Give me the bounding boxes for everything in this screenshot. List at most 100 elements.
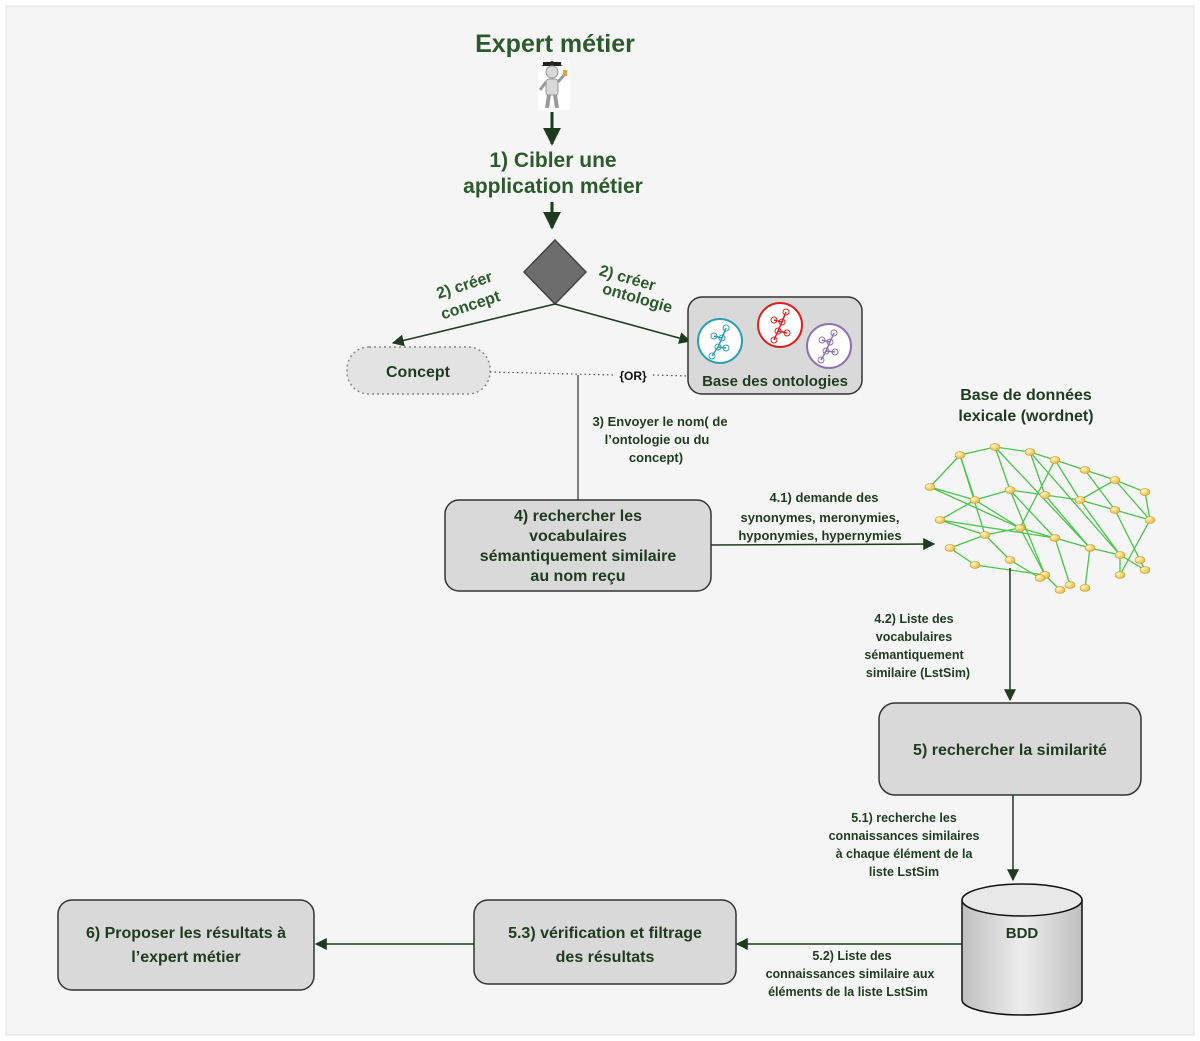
step42-line2: vocabulaires	[876, 630, 952, 644]
network-node	[1139, 566, 1151, 574]
step51-line3: à chaque élément de la	[836, 847, 974, 861]
network-edge	[939, 499, 976, 521]
step53-line1: 5.3) vérification et filtrage	[508, 925, 702, 942]
network-node	[1079, 584, 1091, 592]
lexical-db-title-line2: lexicale (wordnet)	[958, 408, 1093, 425]
step5-box	[878, 702, 1142, 796]
network-edge	[1009, 559, 1041, 579]
network-edge	[1119, 554, 1146, 571]
step4-line2: vocabulaires	[529, 528, 627, 545]
step1-label-line2: application métier	[463, 175, 643, 198]
network-edge	[1084, 547, 1091, 589]
network-node	[1074, 496, 1086, 504]
network-edge	[939, 519, 1056, 539]
network-edge	[1079, 479, 1116, 501]
network-edge	[994, 446, 1011, 491]
network-edge	[1009, 489, 1056, 539]
step3-line2: l’ontologie ou du	[605, 432, 710, 447]
network-edge	[949, 534, 986, 549]
network-edge	[959, 446, 996, 456]
arrow-decision-to-concept	[391, 303, 556, 347]
network-edge	[929, 486, 1021, 529]
network-edge	[1019, 527, 1046, 576]
network-node	[1014, 524, 1026, 532]
step51-line2: connaissances similaires	[829, 829, 980, 843]
network-node	[969, 496, 981, 504]
network-edge	[1084, 469, 1116, 481]
network-edge	[1044, 494, 1081, 501]
network-node	[954, 451, 966, 459]
step53-line2: des résultats	[556, 949, 655, 966]
network-node	[1109, 476, 1121, 484]
step41-line3: hyponymies, hypernymies	[738, 528, 901, 543]
network-node	[969, 561, 981, 569]
network-edge	[929, 454, 961, 488]
network-node	[1109, 506, 1121, 514]
network-node	[1049, 534, 1061, 542]
network-edge	[939, 519, 986, 536]
network-edge	[1079, 499, 1116, 511]
network-edge	[984, 527, 1021, 536]
network-node	[1049, 456, 1061, 464]
network-node	[1004, 556, 1016, 564]
network-edge	[1114, 479, 1151, 521]
step6-line2: l’expert métier	[131, 949, 240, 966]
network-edge	[994, 446, 1031, 453]
arrow-step4-to-lexical-db	[710, 538, 936, 551]
ontology-tree-icon-red	[757, 302, 803, 348]
graduate-person-icon	[538, 60, 570, 110]
network-edge	[1114, 509, 1151, 521]
step6-line1: 6) Proposer les résultats à	[86, 925, 286, 942]
network-node	[989, 443, 1001, 451]
network-edge	[959, 454, 986, 536]
network-edge	[949, 547, 976, 566]
step42-line1: 4.2) Liste des	[874, 612, 953, 626]
bdd-label: BDD	[1006, 925, 1039, 942]
network-edge	[929, 486, 976, 501]
network-node	[1079, 466, 1091, 474]
network-node	[944, 544, 956, 552]
network-node	[1114, 571, 1126, 579]
step1-label-line1: 1) Cibler une	[489, 149, 616, 172]
network-edge	[1054, 459, 1086, 471]
network-edge	[974, 499, 1021, 529]
step4-line3: sémantiquement similaire	[480, 548, 677, 565]
step4-box	[444, 499, 712, 592]
step41-line1: 4.1) demande des	[769, 490, 878, 505]
step51-line4: liste LstSim	[869, 865, 939, 879]
network-edge	[1079, 499, 1121, 556]
step4-line1: 4) rechercher les	[514, 508, 642, 525]
network-edge	[984, 534, 1011, 561]
step52-line1: 5.2) Liste des	[812, 949, 891, 963]
network-edge	[1054, 537, 1091, 549]
network-node	[1004, 486, 1016, 494]
network-edge	[1009, 489, 1046, 576]
step52-line2: connaissances similaire aux	[766, 967, 935, 981]
step3-line1: 3) Envoyer le nom( de	[592, 414, 727, 429]
network-node	[1039, 491, 1051, 499]
concept-label: Concept	[386, 364, 451, 381]
network-node	[1139, 488, 1151, 496]
bdd-database-icon	[961, 883, 1083, 1016]
wordnet-network-icon	[924, 443, 1156, 594]
network-edge	[1114, 479, 1146, 493]
network-node	[1034, 574, 1046, 582]
step41-line2: synonymes, meronymies,	[741, 510, 900, 525]
step51-line1: 5.1) recherche les	[851, 811, 957, 825]
ontology-tree-icon-purple	[806, 323, 852, 369]
network-edge	[1054, 459, 1081, 501]
arrow-decision-to-ontology	[554, 303, 692, 344]
step6-box	[57, 899, 315, 991]
network-edge	[1029, 451, 1121, 556]
lexical-db-title-line1: Base de données	[960, 387, 1092, 404]
network-edge	[1084, 469, 1116, 511]
network-node	[934, 516, 946, 524]
network-edge	[1054, 537, 1071, 586]
network-edge	[1144, 491, 1151, 521]
step42-line4: similaire (LstSim)	[866, 666, 970, 680]
network-edge	[1029, 451, 1046, 496]
concept-box	[346, 346, 491, 395]
actor-title: Expert métier	[475, 30, 635, 58]
network-node	[1064, 581, 1076, 589]
